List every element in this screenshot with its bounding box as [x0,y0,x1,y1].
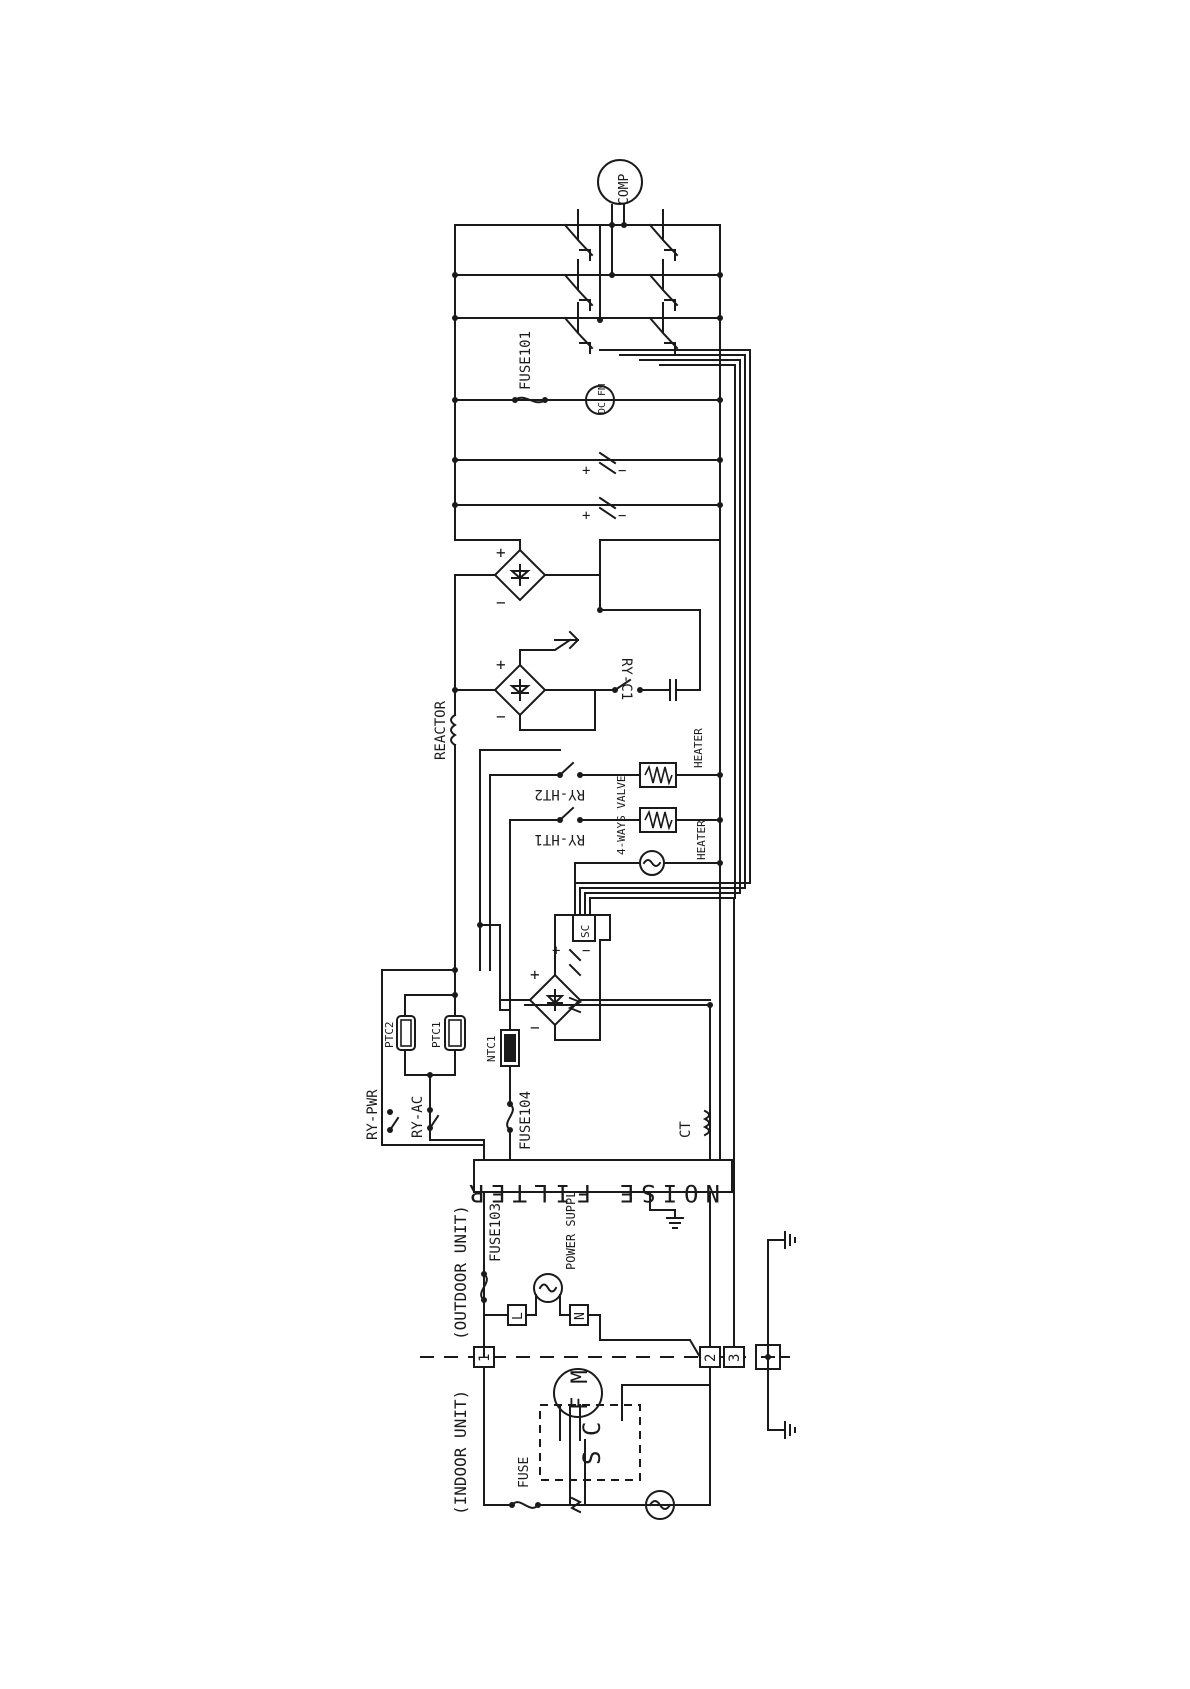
reactor-label: REACTOR [433,700,449,760]
heater-2-label: HEATER [692,728,705,768]
pfc-bridge-plus: + [496,655,506,674]
fuse103-label: FUSE103 [488,1203,504,1262]
bus-cap-1-minus: − [618,508,626,524]
igbt-upper-3 [565,303,592,353]
control-power-section: + − + − SC 4-WAYS VALVE HEATER [477,350,750,1040]
terminal-3-label: 3 [727,1354,743,1362]
control-bridge-plus: + [530,965,540,984]
main-bridge-minus: − [496,593,506,612]
heater-1-label: HEATER [695,820,708,860]
control-bridge-minus: − [530,1018,540,1037]
supply-terminal-n-label: N [573,1312,588,1320]
ry-c1-label: RY-C1 [618,658,634,700]
input-section: RY-PWR RY-AC PTC2 PTC1 FUSE104 NTC1 [365,967,713,1160]
indoor-unit-label: (INDOOR UNIT) [451,1390,470,1515]
bus-cap-2-plus: + [582,463,590,479]
sc-module-label: SC [579,925,592,938]
indoor-fuse [509,1502,541,1508]
ground-symbol-indoor [646,1491,674,1519]
ry-pwr-label: RY-PWR [365,1089,381,1140]
ct-label: CT [678,1121,694,1138]
igbt-upper-1 [565,210,592,260]
bus-capacitor-2: + − [582,453,626,479]
terminal-block: 1 2 3 [474,1232,795,1438]
dc-fm-label: DC FM [597,384,608,414]
ptc1-resistor [445,1016,465,1050]
control-cap-minus: − [582,943,590,959]
terminal-2-label: 2 [703,1354,719,1362]
main-bridge-plus: + [496,543,506,562]
ry-ac-label: RY-AC [410,1096,426,1138]
igbt-lower-1 [650,210,677,260]
indoor-unit: FUSE S C F M [484,1357,722,1519]
igbt-lower-3 [650,303,677,353]
four-way-valve-label: 4-WAYS VALVE [615,776,628,855]
ry-ht2-label: RY-HT2 [534,786,585,802]
control-cap-plus: + [552,943,560,959]
bus-cap-2-minus: − [618,463,626,479]
ptc2-label: PTC2 [383,1022,396,1049]
outdoor-unit-label: (OUTDOOR UNIT) [451,1205,470,1340]
pfc-bridge-minus: − [496,707,506,726]
supply-terminal-l-label: L [511,1312,526,1320]
ry-ht1-label: RY-HT1 [534,831,585,847]
main-bridge-rectifier: + − [495,543,545,612]
heater-section: RY-HT1 RY-HT2 HEATER [490,400,723,1160]
bus-cap-1-plus: + [582,508,590,524]
ptc2-resistor [397,1016,415,1050]
compressor-label: COMP [617,174,632,205]
indoor-sc-label: S C [578,1422,606,1465]
fuse104-label: FUSE104 [518,1091,534,1150]
bus-capacitor-1: + − [582,498,626,524]
pfc-section: REACTOR + − RY-C1 + − [433,225,720,970]
ptc1-label: PTC1 [430,1022,443,1049]
indoor-fuse-label: FUSE [517,1457,532,1488]
noise-filter-text: NOISE FILTER [463,1179,720,1207]
ntc1-label: NTC1 [485,1036,498,1063]
inverter-section: COMP [452,160,723,353]
fuse101-label: FUSE101 [518,331,534,390]
